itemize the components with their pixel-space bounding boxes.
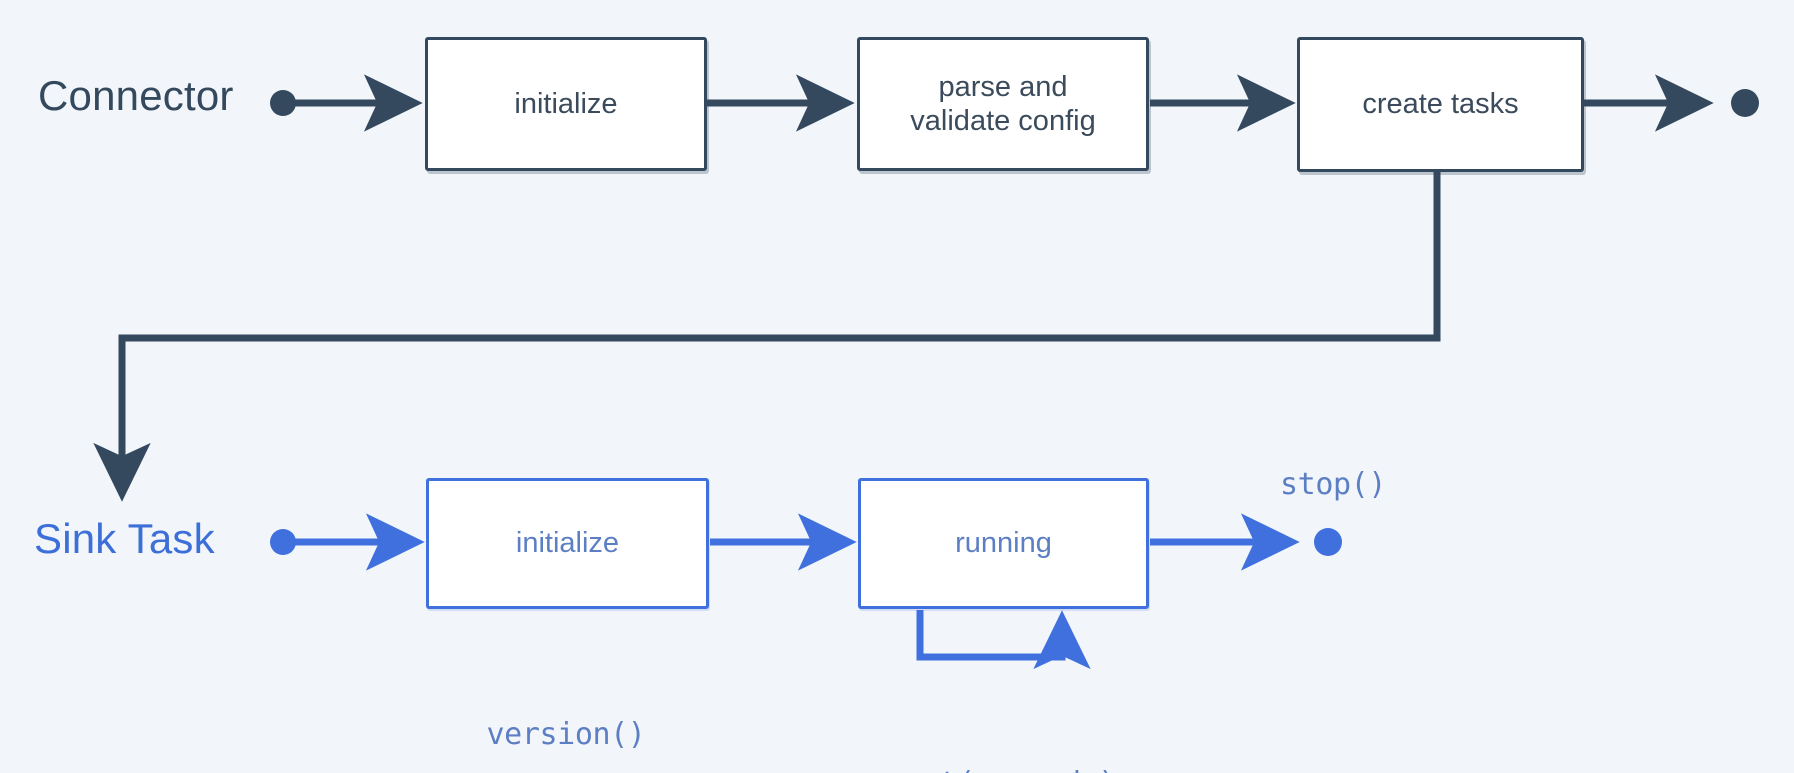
node-connector-parse-validate[interactable]: parse and validate config	[857, 37, 1149, 171]
connector-start-dot	[270, 90, 296, 116]
sinktask-end-dot	[1314, 528, 1342, 556]
node-connector-parse-validate-label: parse and validate config	[860, 70, 1146, 138]
node-sinktask-initialize[interactable]: initialize	[426, 478, 709, 609]
method-label-put: put(records)	[886, 764, 1133, 773]
arrow-create-tasks-to-sink-task	[93, 172, 1441, 502]
node-connector-create-tasks-label: create tasks	[1362, 88, 1519, 121]
node-sinktask-running[interactable]: running	[858, 478, 1149, 609]
node-connector-initialize[interactable]: initialize	[425, 37, 707, 171]
node-sinktask-running-label: running	[955, 527, 1052, 560]
node-connector-initialize-label: initialize	[514, 87, 618, 120]
lane-label-connector: Connector	[38, 72, 234, 119]
node-sinktask-initialize-label: initialize	[515, 527, 620, 560]
parse-validate-line-2: validate config	[910, 105, 1096, 137]
node-connector-create-tasks[interactable]: create tasks	[1297, 37, 1584, 172]
method-label-version: version()	[486, 717, 646, 752]
method-label-stop: stop()	[1280, 467, 1386, 502]
method-label-initialize: version() start(config)	[451, 637, 681, 773]
parse-validate-line-1: parse and	[938, 70, 1068, 103]
sinktask-start-dot	[270, 529, 296, 555]
method-label-running: put(records) flush(offsets)	[886, 686, 1133, 773]
lane-label-sink-task: Sink Task	[34, 515, 215, 562]
arrow-running-self-loop	[916, 610, 1091, 670]
connector-end-dot	[1731, 89, 1759, 117]
